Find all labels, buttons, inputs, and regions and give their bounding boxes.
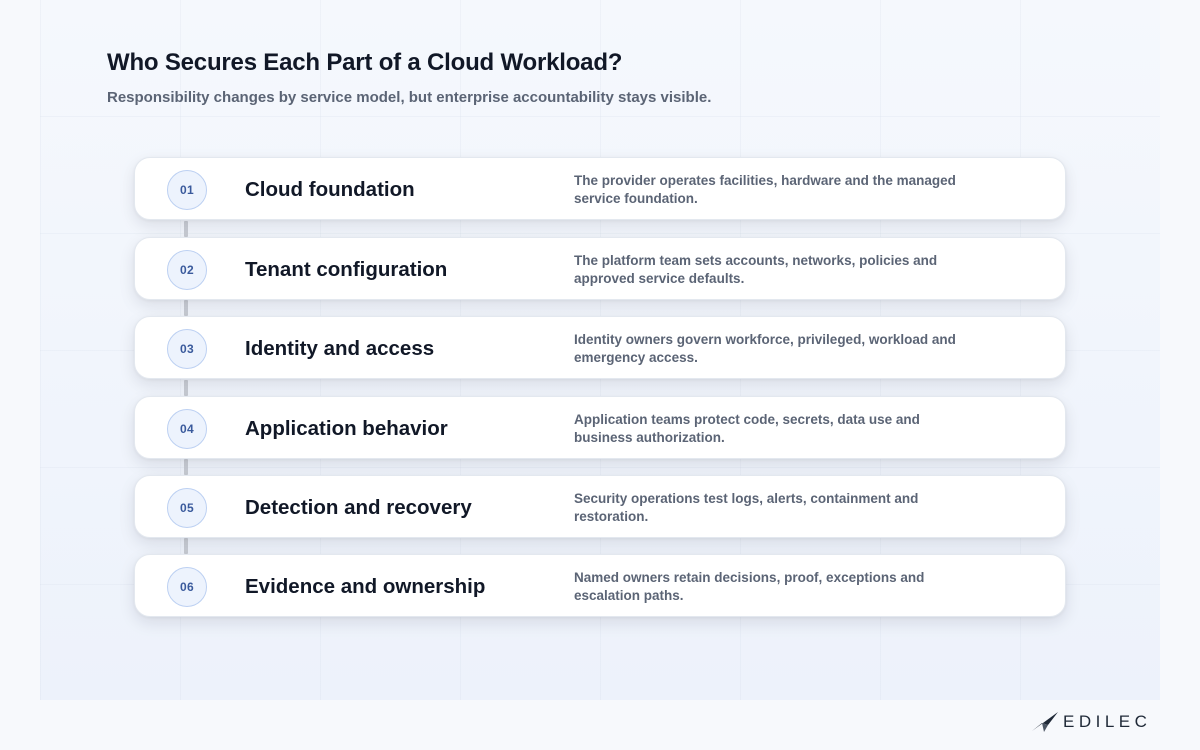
connector-3-4: [184, 380, 188, 396]
step-number-badge: 02: [167, 250, 207, 290]
page-subtitle: Responsibility changes by service model,…: [107, 89, 712, 106]
paper-plane-icon: [1032, 712, 1058, 732]
layer-description: Identity owners govern workforce, privil…: [574, 332, 956, 365]
brand-logo-text: EDILEC: [1063, 712, 1152, 731]
layer-card-evidence-ownership: 06 Evidence and ownership Named owners r…: [134, 554, 1066, 617]
page-title: Who Secures Each Part of a Cloud Workloa…: [107, 49, 623, 76]
step-number-badge: 05: [167, 488, 207, 528]
step-number-badge: 01: [167, 170, 207, 210]
layer-card-application-behavior: 04 Application behavior Application team…: [134, 396, 1066, 459]
layer-description: Security operations test logs, alerts, c…: [574, 491, 919, 524]
layer-title: Identity and access: [245, 337, 435, 360]
layer-card-tenant-configuration: 02 Tenant configuration The platform tea…: [134, 237, 1066, 300]
step-number-badge: 06: [167, 567, 207, 607]
brand-logo: EDILEC: [1031, 711, 1151, 733]
connector-5-6: [184, 538, 188, 554]
step-number-badge: 04: [167, 409, 207, 449]
layer-card-identity-access: 03 Identity and access Identity owners g…: [134, 316, 1066, 379]
connector-4-5: [184, 459, 188, 475]
connector-1-2: [184, 221, 188, 237]
layer-title: Cloud foundation: [245, 178, 415, 201]
step-number-badge: 03: [167, 329, 207, 369]
layer-description: The platform team sets accounts, network…: [574, 253, 938, 286]
layer-title: Evidence and ownership: [245, 575, 486, 598]
layer-card-detection-recovery: 05 Detection and recovery Security opera…: [134, 475, 1066, 538]
layer-description: Application teams protect code, secrets,…: [574, 412, 920, 445]
layer-title: Application behavior: [245, 417, 448, 440]
layer-description: The provider operates facilities, hardwa…: [574, 173, 956, 206]
layer-description: Named owners retain decisions, proof, ex…: [574, 570, 925, 603]
connector-2-3: [184, 300, 188, 316]
layer-title: Detection and recovery: [245, 496, 472, 519]
layer-title: Tenant configuration: [245, 258, 448, 281]
layer-card-cloud-foundation: 01 Cloud foundation The provider operate…: [134, 157, 1066, 220]
